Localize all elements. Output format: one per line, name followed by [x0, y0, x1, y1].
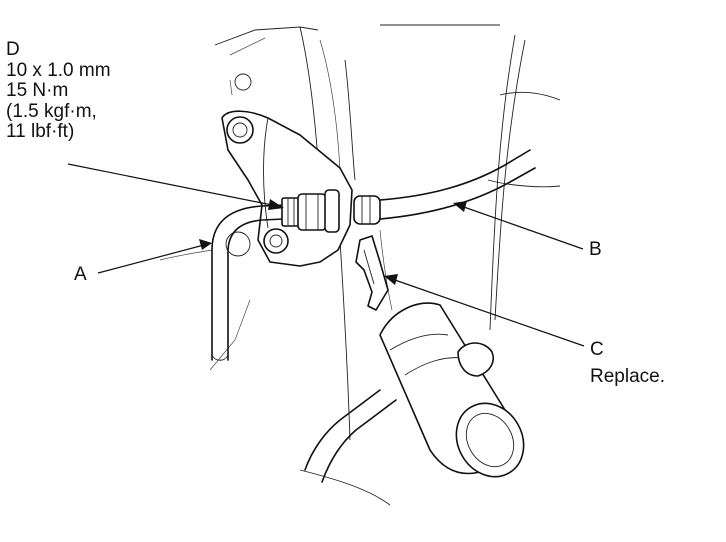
callout-a-label: A — [74, 264, 87, 285]
callout-d-torque-kgf: (1.5 kgf·m, — [6, 100, 97, 122]
callout-c-label: C — [590, 339, 604, 360]
arrowhead-a — [199, 239, 212, 250]
callout-c-note: Replace. — [590, 366, 665, 387]
callout-d-thread: 10 x 1.0 mm — [6, 59, 111, 81]
hose-clip-c — [355, 235, 389, 311]
brake-hose-b — [353, 149, 536, 225]
arrowhead-b — [453, 201, 467, 212]
panel-hole — [234, 73, 252, 91]
wrench-tool — [304, 302, 525, 483]
callout-d-letter: D — [6, 39, 20, 60]
leader-a — [97, 244, 205, 274]
arrowhead-d — [268, 199, 284, 210]
mounting-bracket — [221, 110, 353, 267]
flare-nut — [281, 189, 340, 233]
leader-d — [67, 163, 278, 207]
callout-d-spec: D 10 x 1.0 mm 15 N·m (1.5 kgf·m, 11 lbf·… — [6, 40, 111, 143]
leader-c — [391, 278, 585, 347]
arrowhead-c — [384, 274, 398, 285]
body-panel — [159, 24, 561, 506]
leader-lines — [67, 163, 585, 347]
callout-b-label: B — [589, 239, 602, 260]
callout-d-torque-nm: 15 N·m — [6, 80, 69, 101]
callout-d-torque-lbf: 11 lbf·ft) — [6, 121, 75, 142]
brake-pipe-a — [211, 204, 285, 361]
leader-b — [460, 205, 584, 250]
